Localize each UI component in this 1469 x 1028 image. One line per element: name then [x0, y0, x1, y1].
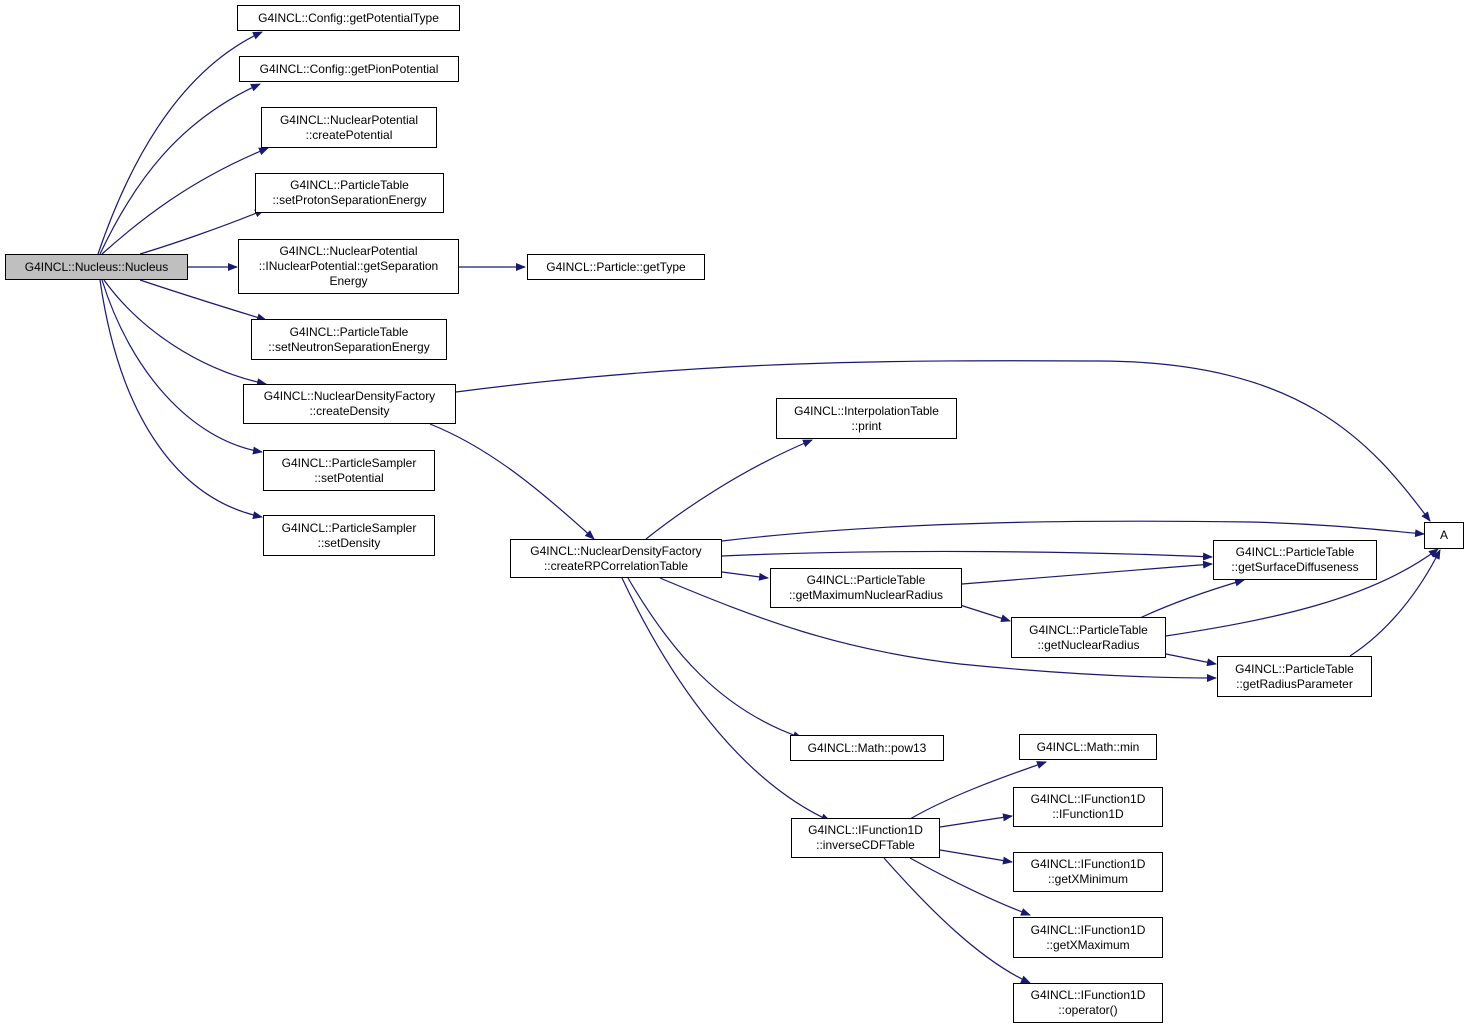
node-line: G4INCL::ParticleTable [806, 573, 926, 587]
node-config-getpotentialtype[interactable]: G4INCL::Config::getPotentialType [237, 5, 460, 31]
node-line: G4INCL::Math::pow13 [807, 740, 927, 755]
node-interpolationtable-print[interactable]: G4INCL::InterpolationTable::print [776, 398, 957, 439]
node-line: A [1439, 528, 1448, 542]
node-line: G4INCL::NuclearDensityFactory [263, 389, 436, 403]
node-line: ::getXMinimum [1047, 872, 1129, 886]
node-line: ::setNeutronSeparationEnergy [268, 339, 430, 354]
node-math-min[interactable]: G4INCL::Math::min [1019, 734, 1157, 760]
node-line: G4INCL::IFunction1D [1030, 792, 1146, 806]
node-line: ::getNuclearRadius [1037, 637, 1140, 652]
node-line: ::inverseCDFTable [816, 838, 915, 852]
edge-createrp-to-pow13 [627, 577, 803, 739]
edge-createrp-to-getsurface [721, 550, 1213, 561]
node-line: ::createRPCorrelationTable [543, 558, 689, 573]
edge-inversecdf-to-ifunc [939, 813, 1013, 828]
edge-createdensity-to-createrp [429, 423, 595, 540]
edge-getradiusparam-to-a [1349, 549, 1441, 657]
node-line: G4INCL::ParticleTable [1029, 622, 1148, 637]
node-ifunction1d-getxminimum[interactable]: G4INCL::IFunction1D::getXMinimum [1013, 852, 1163, 892]
edge-createrp-to-a [721, 520, 1425, 542]
node-particlesampler-setdensity[interactable]: G4INCL::ParticleSampler::setDensity [263, 515, 435, 556]
node-line: ::getXMaximum [1046, 937, 1130, 952]
node-line: G4INCL::NuclearPotential [279, 112, 419, 127]
node-line: Energy [329, 274, 368, 288]
node-nucleardensityfactory-createrpcorrelationtable[interactable]: G4INCL::NuclearDensityFactory::createRPC… [510, 539, 722, 578]
edge-getnucradius-to-getradiusparam [1165, 653, 1217, 667]
node-line: ::getRadiusParameter [1236, 676, 1353, 691]
node-line: G4INCL::IFunction1D [808, 823, 923, 837]
edge-nucleus-to-setpotential [101, 279, 263, 455]
node-line: G4INCL::Nucleus::Nucleus [24, 259, 169, 274]
node-particletable-setneutronseparationenergy[interactable]: G4INCL::ParticleTable::setNeutronSeparat… [251, 319, 447, 360]
node-a[interactable]: A [1424, 522, 1464, 549]
edge-inversecdf-to-mathmin [909, 761, 1047, 820]
node-line: G4INCL::Particle::getType [546, 259, 686, 274]
edge-nucleus-to-getpionpotential [99, 83, 261, 255]
edge-nucleus-to-createpotential [101, 147, 269, 255]
node-line: G4INCL::ParticleSampler [281, 455, 417, 470]
node-line: G4INCL::NuclearPotential [279, 244, 418, 258]
node-line: ::print [851, 418, 882, 433]
node-line: ::IFunction1D [1052, 807, 1124, 821]
node-line: ::setProtonSeparationEnergy [272, 193, 427, 207]
node-nuclearpotential-createpotential[interactable]: G4INCL::NuclearPotential::createPotentia… [261, 107, 437, 148]
edge-nucleus-to-getpotentialtype [97, 31, 263, 255]
node-ifunction1d-getxmaximum[interactable]: G4INCL::IFunction1D::getXMaximum [1013, 917, 1163, 958]
edge-createrp-to-interpprint [645, 439, 813, 540]
node-line: G4INCL::ParticleTable [1235, 545, 1355, 559]
node-line: G4INCL::InterpolationTable [794, 403, 939, 418]
node-particletable-setprotonseparationenergy[interactable]: G4INCL::ParticleTable::setProtonSeparati… [255, 173, 444, 213]
edge-getnucradius-to-getsurface [1139, 578, 1245, 619]
node-line: ::setDensity [317, 535, 381, 550]
edge-getnucradius-to-a [1165, 548, 1439, 637]
node-line: G4INCL::ParticleTable [1235, 661, 1354, 676]
edge-getmaxradius-to-getnucradius [959, 604, 1011, 623]
node-line: ::operator() [1058, 1003, 1118, 1017]
node-nucleus-nucleus: G4INCL::Nucleus::Nucleus [5, 254, 188, 280]
node-line: G4INCL::Config::getPotentialType [258, 10, 439, 25]
node-ifunction1d-operator[interactable]: G4INCL::IFunction1D::operator() [1013, 983, 1163, 1023]
node-line: G4INCL::ParticleSampler [281, 520, 417, 535]
edge-createrp-to-getradiusparam [659, 577, 1217, 682]
edge-createrp-to-getmaxradius [721, 571, 769, 581]
node-particletable-getnuclearradius[interactable]: G4INCL::ParticleTable::getNuclearRadius [1011, 617, 1166, 658]
node-line: ::createPotential [305, 127, 393, 142]
edge-inversecdf-to-getxmin [939, 849, 1013, 865]
node-particlesampler-setpotential[interactable]: G4INCL::ParticleSampler::setPotential [263, 450, 435, 491]
edge-getmaxradius-to-getsurface [961, 560, 1213, 585]
edge-nucleus-to-setdensity [99, 279, 263, 520]
node-line: G4INCL::Math::min [1036, 739, 1140, 754]
node-line: ::INuclearPotential::getSeparation [258, 259, 439, 273]
node-line: G4INCL::IFunction1D [1030, 857, 1146, 871]
node-ifunction1d-ifunction1d[interactable]: G4INCL::IFunction1D::IFunction1D [1013, 787, 1163, 827]
edge-nucleus-to-setneutronsep [139, 279, 267, 322]
edge-createdensity-to-a [455, 360, 1431, 522]
edge-nucleus-to-setprotonsep [139, 209, 265, 255]
node-math-pow13[interactable]: G4INCL::Math::pow13 [790, 735, 944, 761]
node-line: G4INCL::NuclearDensityFactory [530, 543, 702, 558]
node-particletable-getradiusparameter[interactable]: G4INCL::ParticleTable::getRadiusParamete… [1217, 656, 1372, 697]
edge-nucleus-to-createdensity [103, 279, 267, 387]
node-line: ::getSurfaceDiffuseness [1231, 560, 1359, 574]
node-inuclearpotential-getseparationenergy[interactable]: G4INCL::NuclearPotential::INuclearPotent… [238, 239, 459, 294]
node-line: G4INCL::IFunction1D [1030, 988, 1146, 1002]
node-line: ::createDensity [309, 404, 390, 418]
node-line: ::getMaximumNuclearRadius [788, 588, 944, 602]
node-line: G4INCL::Config::getPionPotential [259, 61, 439, 76]
node-line: G4INCL::ParticleTable [290, 178, 409, 192]
node-line: ::setPotential [314, 470, 384, 485]
node-particletable-getsurfacediffuseness[interactable]: G4INCL::ParticleTable::getSurfaceDiffuse… [1213, 540, 1377, 580]
node-line: G4INCL::IFunction1D [1030, 922, 1146, 937]
edge-inversecdf-to-getxmax [909, 857, 1031, 916]
node-particle-gettype[interactable]: G4INCL::Particle::getType [527, 254, 705, 280]
node-particletable-getmaximumnuclearradius[interactable]: G4INCL::ParticleTable::getMaximumNuclear… [770, 568, 962, 608]
node-line: G4INCL::ParticleTable [289, 324, 409, 339]
edge-createrp-to-inversecdf [621, 577, 831, 822]
node-config-getpionpotential[interactable]: G4INCL::Config::getPionPotential [239, 56, 459, 82]
node-ifunction1d-inversecdftable[interactable]: G4INCL::IFunction1D::inverseCDFTable [791, 818, 940, 858]
node-nucleardensityfactory-createdensity[interactable]: G4INCL::NuclearDensityFactory::createDen… [243, 384, 456, 424]
edge-inversecdf-to-operator [883, 857, 1031, 984]
